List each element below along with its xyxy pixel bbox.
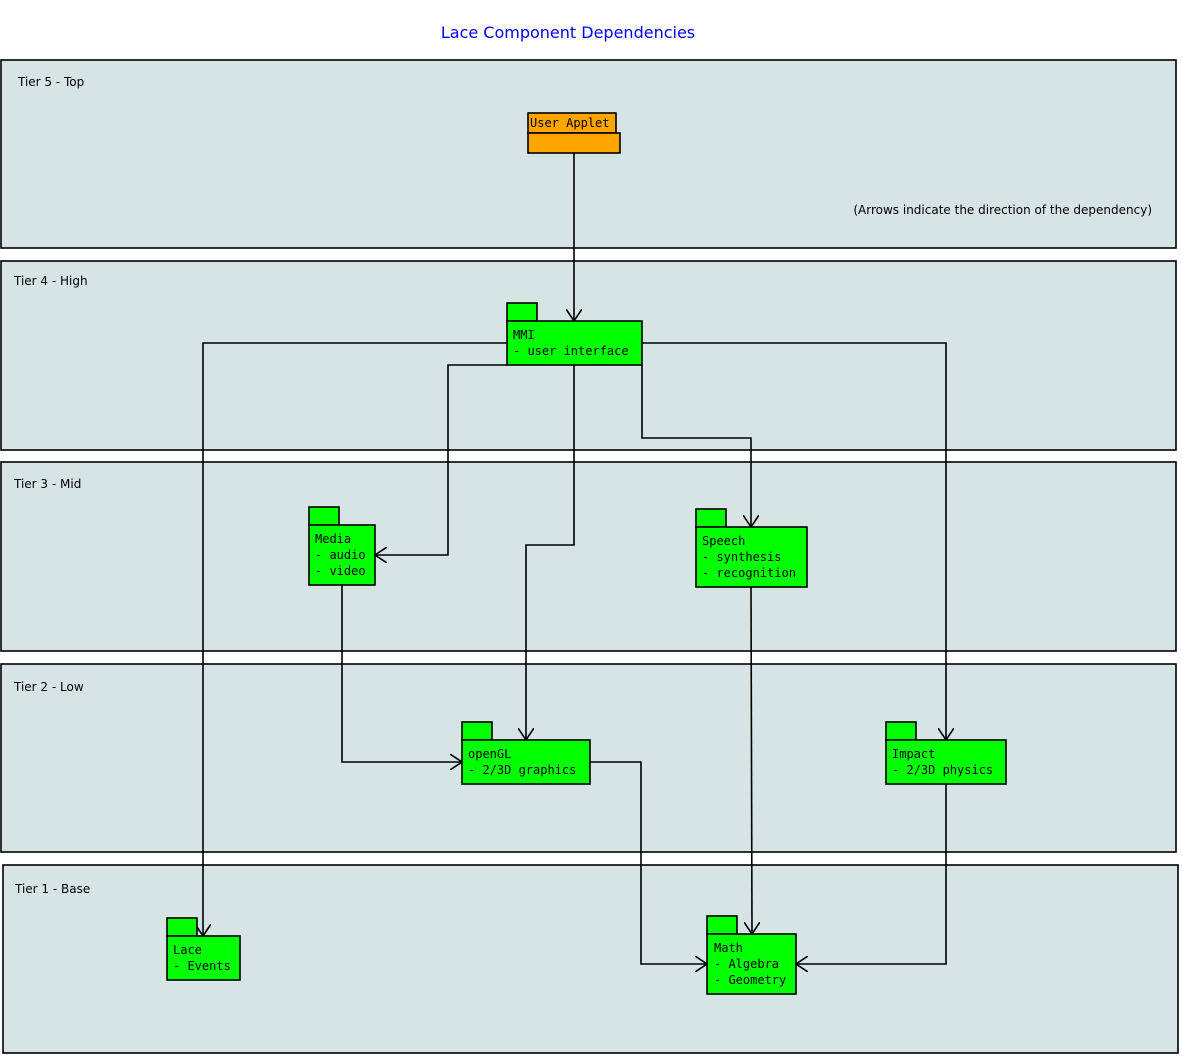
package-opengl: openGL - 2/3D graphics xyxy=(461,721,591,785)
package-line: - audio xyxy=(315,548,366,562)
edge-mmi-impact xyxy=(642,342,946,740)
package-mmi: MMI - user interface xyxy=(506,302,643,366)
edge-mmi-lace xyxy=(203,342,507,936)
package-name: User Applet xyxy=(530,116,609,130)
tier-label: Tier 4 - High xyxy=(13,274,88,288)
package-user-applet: User Applet xyxy=(527,112,621,154)
package-name: Media xyxy=(315,532,351,546)
edge-mmi-opengl xyxy=(526,365,575,740)
package-impact: Impact - 2/3D physics xyxy=(885,721,1007,785)
edge-speech-math xyxy=(751,586,752,934)
edge-mmi-speech xyxy=(641,365,751,527)
package-line: - synthesis xyxy=(702,550,781,564)
diagram-title: Lace Component Dependencies xyxy=(441,23,695,42)
package-speech: Speech - synthesis - recognition xyxy=(695,508,808,588)
package-line: - 2/3D graphics xyxy=(468,763,576,777)
package-line: - 2/3D physics xyxy=(892,763,993,777)
dependency-edges xyxy=(203,153,946,964)
tier-label: Tier 3 - Mid xyxy=(13,477,81,491)
package-line: - video xyxy=(315,564,366,578)
tier-label: Tier 2 - Low xyxy=(13,680,84,694)
package-lace: Lace - Events xyxy=(166,917,241,981)
package-line: - Geometry xyxy=(714,973,786,987)
package-media: Media - audio - video xyxy=(308,506,376,586)
tier-5: Tier 5 - Top (Arrows indicate the direct… xyxy=(0,59,1177,249)
package-line: - user interface xyxy=(513,344,629,358)
package-name: openGL xyxy=(468,747,511,761)
tier-label: Tier 5 - Top xyxy=(17,75,84,89)
package-name: Impact xyxy=(892,747,935,761)
edge-opengl-math xyxy=(590,761,707,964)
edge-mmi-media xyxy=(375,364,507,555)
package-line: - Algebra xyxy=(714,957,779,971)
edge-impact-math xyxy=(796,784,947,964)
tier-3: Tier 3 - Mid xyxy=(0,461,1177,652)
package-name: MMI xyxy=(513,328,535,342)
package-math: Math - Algebra - Geometry xyxy=(706,915,797,995)
package-name: Math xyxy=(714,941,743,955)
package-line: - Events xyxy=(173,959,231,973)
dependency-note: (Arrows indicate the direction of the de… xyxy=(853,203,1152,217)
package-name: Speech xyxy=(702,534,745,548)
edge-media-opengl xyxy=(341,585,462,762)
package-line: - recognition xyxy=(702,566,796,580)
tier-label: Tier 1 - Base xyxy=(14,882,90,896)
package-name: Lace xyxy=(173,943,202,957)
